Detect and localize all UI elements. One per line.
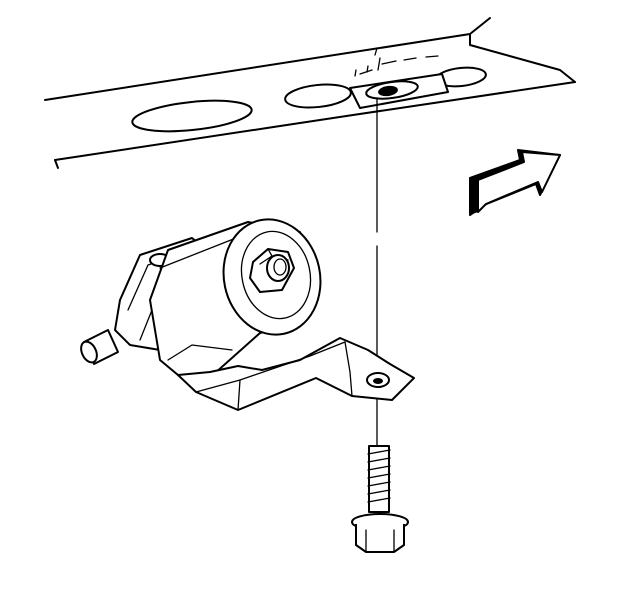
weld-nut <box>349 47 449 109</box>
fuel-filter <box>80 218 322 391</box>
bolt-hex-head <box>355 524 405 553</box>
mounting-bracket <box>177 337 415 411</box>
frame-rail <box>44 17 576 169</box>
direction-arrow <box>469 149 561 216</box>
bolt <box>351 445 409 553</box>
frame-slot-left <box>131 99 253 133</box>
filter-hex-fitting <box>249 248 295 293</box>
bolt-shank <box>368 445 390 513</box>
frame-slot-middle <box>284 83 352 109</box>
